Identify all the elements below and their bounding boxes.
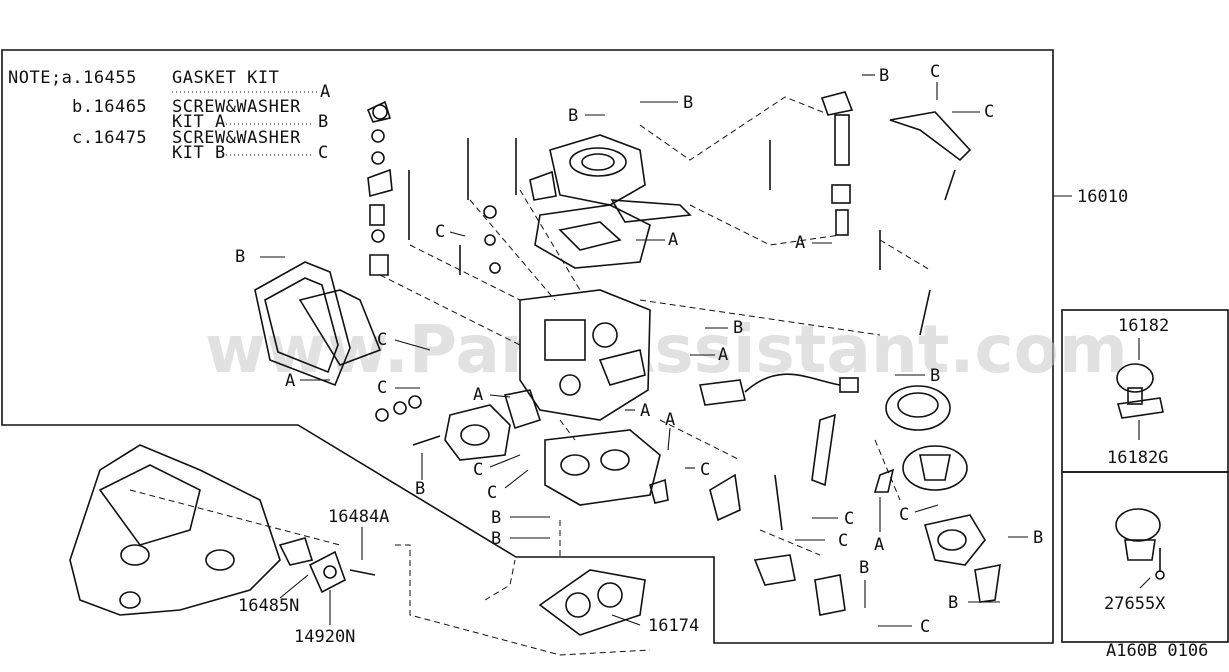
assembly-lines: [129, 96, 931, 656]
svg-text:b.16465: b.16465: [72, 97, 147, 117]
svg-text:SCREW&WASHER: SCREW&WASHER: [172, 128, 301, 148]
callout-b: B: [235, 247, 245, 267]
callout-c: C: [377, 330, 387, 350]
callout-c: C: [838, 531, 848, 551]
intake-manifold: [69, 444, 376, 616]
callout-a: A: [640, 401, 650, 421]
callout-a: A: [874, 535, 884, 555]
part-label-sensor-top: 16182: [1118, 316, 1169, 336]
svg-text:C: C: [318, 143, 329, 163]
callout-b: B: [1033, 528, 1043, 548]
leader-lines: [260, 74, 1151, 627]
callout-a: A: [473, 385, 483, 405]
right-side-parts: [649, 91, 1001, 616]
svg-text:GASKET KIT: GASKET KIT: [172, 68, 279, 88]
callout-c: C: [377, 378, 387, 398]
diagram-frames: [1, 49, 1229, 644]
callout-c: C: [920, 617, 930, 637]
callout-a: A: [668, 230, 678, 250]
carburetor-body: [519, 134, 692, 636]
callout-letters: B C B B C B C A A B C A A C A A A B B C …: [235, 62, 1043, 637]
callout-c: C: [930, 62, 940, 82]
svg-text:NOTE;a.16455: NOTE;a.16455: [8, 68, 137, 88]
callout-b: B: [568, 106, 578, 126]
callout-b: B: [683, 93, 693, 113]
svg-text:B: B: [318, 112, 329, 132]
part-label-bracket: 16485N: [238, 596, 299, 616]
svg-text:KIT A: KIT A: [172, 112, 226, 132]
callout-c: C: [984, 102, 994, 122]
callout-b: B: [491, 529, 501, 549]
callout-c: C: [487, 483, 497, 503]
callout-c: C: [473, 460, 483, 480]
svg-text:KIT B: KIT B: [172, 143, 226, 163]
part-label-main-assembly: 16010: [1077, 187, 1128, 207]
callout-b: B: [859, 558, 869, 578]
callout-b: B: [491, 508, 501, 528]
callout-a: A: [718, 345, 728, 365]
note-block: NOTE;a.16455 GASKET KIT A b.16465 SCREW&…: [8, 68, 331, 163]
callout-b: B: [733, 318, 743, 338]
svg-text:A: A: [320, 82, 331, 102]
callout-c: C: [899, 505, 909, 525]
callout-a: A: [795, 233, 805, 253]
callout-c: C: [435, 222, 445, 242]
callout-b: B: [930, 366, 940, 386]
callout-a: A: [285, 371, 295, 391]
callout-c: C: [844, 509, 854, 529]
part-label-screw: 16484A: [328, 507, 389, 527]
svg-text:c.16475: c.16475: [72, 128, 147, 148]
part-label-base-gasket: 16174: [648, 616, 699, 636]
part-label-switch: 14920N: [294, 627, 355, 647]
inset-parts: [1115, 363, 1165, 580]
part-number-labels: 16010 16182 16182G 27655X 16484A 16485N …: [238, 187, 1208, 661]
callout-b: B: [948, 593, 958, 613]
left-side-parts: [254, 100, 542, 461]
part-label-sensor-top-gasket: 16182G: [1107, 448, 1168, 468]
callout-a: A: [665, 410, 675, 430]
diagram-code: A160B 0106: [1106, 641, 1208, 661]
callout-c: C: [700, 460, 710, 480]
callout-b: B: [415, 479, 425, 499]
part-label-actuator: 27655X: [1104, 594, 1166, 614]
watermark: www.PartsAssistant.com: [205, 311, 1128, 388]
svg-text:SCREW&WASHER: SCREW&WASHER: [172, 97, 301, 117]
callout-b: B: [879, 66, 889, 86]
